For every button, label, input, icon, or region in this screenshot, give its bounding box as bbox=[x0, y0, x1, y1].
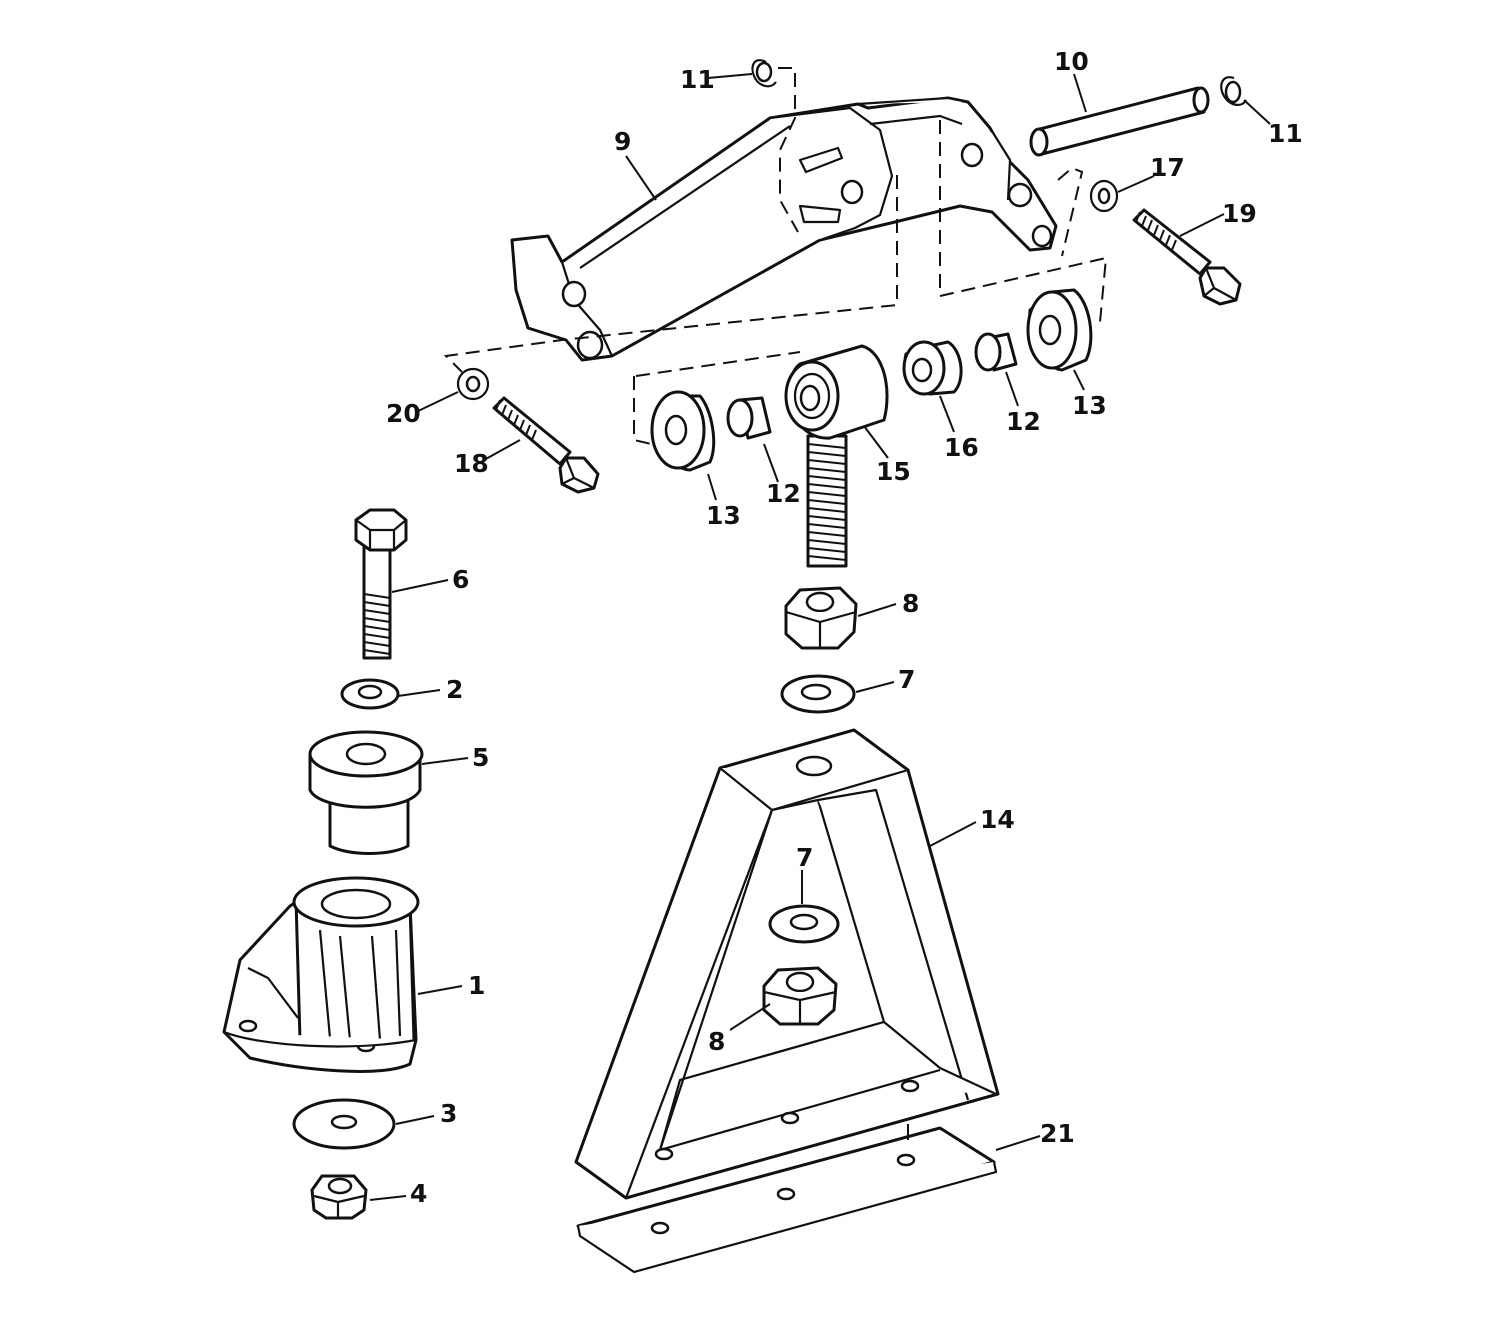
callout-19: 19 bbox=[1222, 199, 1257, 228]
alignment-lines bbox=[443, 67, 1108, 447]
callout-4: 4 bbox=[410, 1179, 427, 1208]
part-20-washer bbox=[456, 367, 490, 401]
part-7-washer-inner bbox=[768, 904, 840, 944]
part-18-bolt bbox=[492, 396, 600, 494]
part-2-washer bbox=[340, 678, 400, 710]
callout-13-right: 13 bbox=[1072, 391, 1107, 420]
part-3-large-washer bbox=[292, 1098, 396, 1150]
part-4-nut bbox=[310, 1174, 368, 1220]
callout-7-upper: 7 bbox=[898, 665, 915, 694]
callout-17: 17 bbox=[1150, 153, 1185, 182]
part-6-bolt bbox=[354, 508, 408, 660]
callout-15: 15 bbox=[876, 457, 911, 486]
part-15-rod-end bbox=[784, 344, 889, 568]
part-12-spacer-right bbox=[974, 332, 1018, 372]
callout-8-upper: 8 bbox=[902, 589, 919, 618]
callout-9: 9 bbox=[614, 127, 631, 156]
part-13-bushing-left bbox=[650, 390, 716, 472]
part-1-mount-base bbox=[222, 876, 420, 1073]
part-21-base-plate bbox=[576, 1126, 998, 1274]
callout-21: 21 bbox=[1040, 1119, 1075, 1148]
callout-labels: 1 2 3 4 5 6 7 7 8 8 9 10 11 11 12 12 13 … bbox=[386, 47, 1303, 1208]
part-19-bolt bbox=[1132, 208, 1242, 306]
callout-10: 10 bbox=[1054, 47, 1089, 76]
callout-12-left: 12 bbox=[766, 479, 801, 508]
part-14-triangular-stand bbox=[574, 728, 1000, 1200]
callout-2: 2 bbox=[446, 675, 463, 704]
callout-7-inner: 7 bbox=[796, 843, 813, 872]
part-7-washer-upper bbox=[780, 674, 856, 714]
part-5-rubber-isolator bbox=[308, 730, 424, 855]
part-17-washer bbox=[1089, 179, 1119, 213]
callout-14: 14 bbox=[980, 805, 1015, 834]
part-8-nut-upper bbox=[784, 586, 858, 650]
callout-11-left: 11 bbox=[680, 65, 715, 94]
part-10-pivot-pin bbox=[1029, 86, 1210, 157]
part-11-retaining-clip-left bbox=[751, 59, 777, 88]
part-12-spacer-left bbox=[726, 396, 772, 440]
callout-13-left: 13 bbox=[706, 501, 741, 530]
callout-11-right: 11 bbox=[1268, 119, 1303, 148]
part-8-nut-inner bbox=[762, 966, 838, 1026]
callout-12-right: 12 bbox=[1006, 407, 1041, 436]
part-13-bushing-right bbox=[1026, 288, 1093, 372]
part-9-mounting-arm bbox=[510, 96, 1058, 362]
callout-16: 16 bbox=[944, 433, 979, 462]
callout-1: 1 bbox=[468, 971, 485, 1000]
leader-lines bbox=[369, 73, 1271, 1201]
callout-6: 6 bbox=[452, 565, 469, 594]
callout-20: 20 bbox=[386, 399, 421, 428]
part-16-ball-bushing bbox=[902, 340, 963, 396]
callout-5: 5 bbox=[472, 743, 489, 772]
callout-3: 3 bbox=[440, 1099, 457, 1128]
callout-18: 18 bbox=[454, 449, 489, 478]
callout-8-inner: 8 bbox=[708, 1027, 725, 1056]
part-11-retaining-clip-right bbox=[1220, 76, 1247, 106]
